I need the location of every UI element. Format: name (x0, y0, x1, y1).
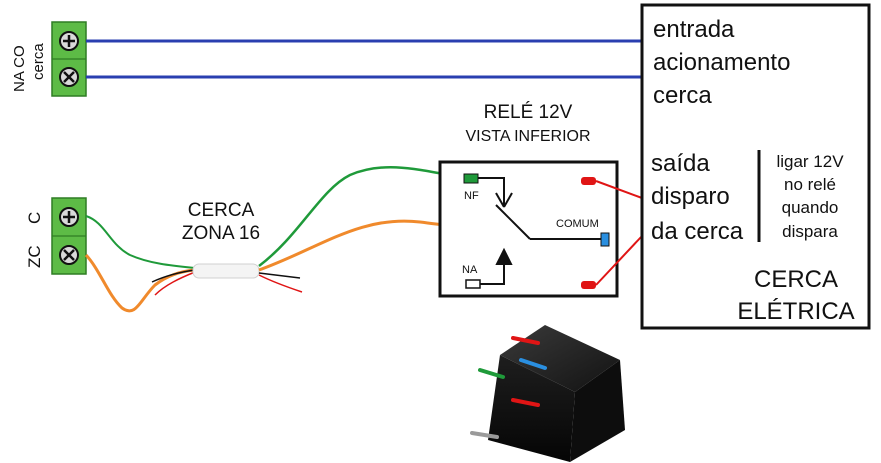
input-line3: cerca (653, 82, 712, 109)
cross-screw-icon (59, 67, 79, 87)
bottom-block-label-c: C (25, 212, 44, 224)
output-line2: disparo (651, 183, 730, 210)
relay-bottom-view: RELÉ 12V VISTA INFERIOR NF NA COMUM (438, 102, 619, 298)
cable-label-line2: ZONA 16 (182, 223, 260, 244)
fence-box: entrada acionamento cerca saída disparo … (640, 3, 871, 330)
relay-pin-comum (600, 232, 610, 247)
relay-photo (470, 325, 625, 462)
input-line2: acionamento (653, 49, 790, 76)
relay-subtitle: VISTA INFERIOR (465, 128, 590, 145)
relay-coil-pin-top (581, 177, 596, 185)
relay-switch-symbol (478, 177, 601, 285)
relay-pin-na (465, 279, 481, 289)
note-line2: no relé (784, 175, 836, 194)
relay-pin-na-label: NA (462, 264, 478, 276)
top-block-label-outer: NA CO (11, 45, 28, 92)
cable-left-wires (84, 215, 196, 313)
fence-title-line1: CERCA (754, 266, 838, 293)
relay-title: RELÉ 12V (484, 102, 573, 123)
cross-screw-icon (59, 245, 79, 265)
top-block-label-inner: cerca (30, 43, 47, 80)
red-wires (595, 180, 643, 286)
output-line1: saída (651, 150, 710, 177)
input-line1: entrada (653, 16, 735, 43)
relay-pin-comum-label: COMUM (556, 218, 599, 230)
plus-screw-icon (59, 207, 79, 227)
output-line3: da cerca (651, 218, 744, 245)
relay-pin-nf (463, 173, 479, 184)
note-line1: ligar 12V (776, 152, 844, 171)
terminal-block-top: NA CO cerca (11, 21, 87, 97)
relay-pin-nf-label: NF (464, 190, 479, 202)
cable-sleeve (192, 263, 260, 279)
terminal-block-bottom: C ZC (25, 197, 87, 275)
note-line3: quando (782, 198, 839, 217)
plus-screw-icon (59, 31, 79, 51)
blue-wires (86, 39, 642, 79)
cable-label-line1: CERCA (188, 200, 255, 221)
fence-title-line2: ELÉTRICA (737, 298, 854, 325)
note-line4: dispara (782, 222, 838, 241)
relay-coil-pin-bottom (581, 281, 596, 289)
bottom-block-label-zc: ZC (25, 245, 44, 268)
